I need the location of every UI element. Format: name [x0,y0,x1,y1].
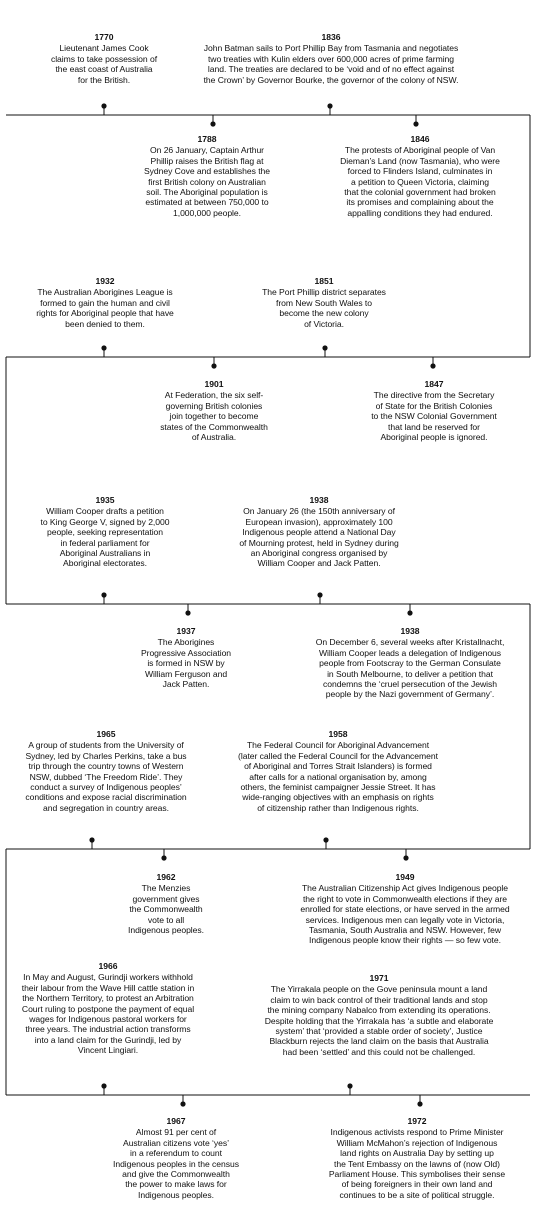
event-1901: 1901 At Federation, the six self- govern… [136,379,292,442]
marker-1938-petition-dot [407,610,413,616]
event-1788: 1788 On 26 January, Captain Arthur Phill… [126,134,288,218]
event-text: The Federal Council for Aboriginal Advan… [238,740,438,813]
event-text: On January 26 (the 150th anniversary of … [239,506,399,569]
event-1966: 1966 In May and August, Gurindji workers… [4,961,212,1056]
marker-1971-dot [347,1083,353,1089]
event-text: The protests of Aboriginal people of Van… [340,145,500,218]
event-year: 1971 [369,973,389,983]
event-year: 1972 [407,1116,427,1126]
event-year: 1962 [156,872,176,882]
event-year: 1966 [98,961,118,971]
event-text: A group of students from the University … [25,740,187,813]
event-1965: 1965 A group of students from the Univer… [4,729,208,813]
event-text: The directive from the Secretary of Stat… [371,390,497,443]
event-1846: 1846 The protests of Aboriginal people o… [310,134,530,218]
event-text: On December 6, several weeks after Krist… [315,637,505,700]
event-text: Almost 91 per cent of Australian citizen… [113,1127,239,1200]
marker-1836-dot [327,103,333,109]
event-year: 1935 [95,495,115,505]
marker-1938-mourning-dot [317,592,323,598]
event-text: On 26 January, Captain Arthur Phillip ra… [143,145,270,218]
event-text: The Menzies government gives the Commonw… [128,883,204,936]
event-year: 1836 [321,32,341,42]
marker-1932-dot [101,345,107,351]
event-year: 1967 [166,1116,186,1126]
marker-1851-dot [322,345,328,351]
event-text: Lieutenant James Cook claims to take pos… [50,43,158,85]
marker-1972-dot [417,1101,423,1107]
event-text: The Australian Aborigines League is form… [36,287,174,329]
event-year: 1932 [95,276,115,286]
event-1967: 1967 Almost 91 per cent of Australian ci… [88,1116,264,1200]
event-1937: 1937 The Aborigines Progressive Associat… [126,626,246,689]
marker-1847-dot [430,363,436,369]
event-text: Indigenous activists respond to Prime Mi… [328,1127,506,1200]
event-year: 1788 [197,134,217,144]
marker-1949-dot [403,855,409,861]
event-1972: 1972 Indigenous activists respond to Pri… [300,1116,534,1200]
event-year: 1965 [96,729,116,739]
marker-1966-dot [101,1083,107,1089]
event-text: In May and August, Gurindji workers with… [21,972,195,1056]
event-year: 1949 [395,872,415,882]
event-text: The Yirrakala people on the Gove peninsu… [264,984,494,1057]
marker-1770-dot [101,103,107,109]
marker-1965-dot [89,837,95,843]
marker-1846-dot [413,121,419,127]
event-year: 1770 [94,32,114,42]
event-1938-mourning: 1938 On January 26 (the 150th anniversar… [218,495,420,569]
marker-1937-dot [185,610,191,616]
event-year: 1937 [176,626,196,636]
event-1935: 1935 William Cooper drafts a petition to… [22,495,188,569]
event-1962: 1962 The Menzies government gives the Co… [108,872,224,935]
marker-1935-dot [101,592,107,598]
event-year: 1938 [400,626,420,636]
marker-1901-dot [211,363,217,369]
event-1971: 1971 The Yirrakala people on the Gove pe… [236,973,522,1057]
event-text: The Aborigines Progressive Association i… [140,637,232,690]
event-1949: 1949 The Australian Citizenship Act give… [278,872,532,946]
event-text: William Cooper drafts a petition to King… [40,506,170,569]
event-1938-petition: 1938 On December 6, several weeks after … [288,626,532,700]
event-1847: 1847 The directive from the Secretary of… [344,379,524,442]
marker-1967-dot [180,1101,186,1107]
event-text: At Federation, the six self- governing B… [160,390,268,443]
event-year: 1958 [328,729,348,739]
event-text: The Port Phillip district separates from… [262,287,386,329]
event-text: The Australian Citizenship Act gives Ind… [300,883,510,946]
event-1851: 1851 The Port Phillip district separates… [236,276,412,329]
marker-1958-dot [323,837,329,843]
event-year: 1901 [204,379,224,389]
event-year: 1938 [309,495,329,505]
event-year: 1851 [314,276,334,286]
event-year: 1846 [410,134,430,144]
event-1836: 1836 John Batman sails to Port Phillip B… [166,32,496,85]
marker-1962-dot [161,855,167,861]
event-year: 1847 [424,379,444,389]
event-1770: 1770 Lieutenant James Cook claims to tak… [30,32,178,85]
event-1958: 1958 The Federal Council for Aboriginal … [212,729,464,813]
marker-1788-dot [210,121,216,127]
event-1932: 1932 The Australian Aborigines League is… [10,276,200,329]
event-text: John Batman sails to Port Phillip Bay fr… [203,43,459,85]
